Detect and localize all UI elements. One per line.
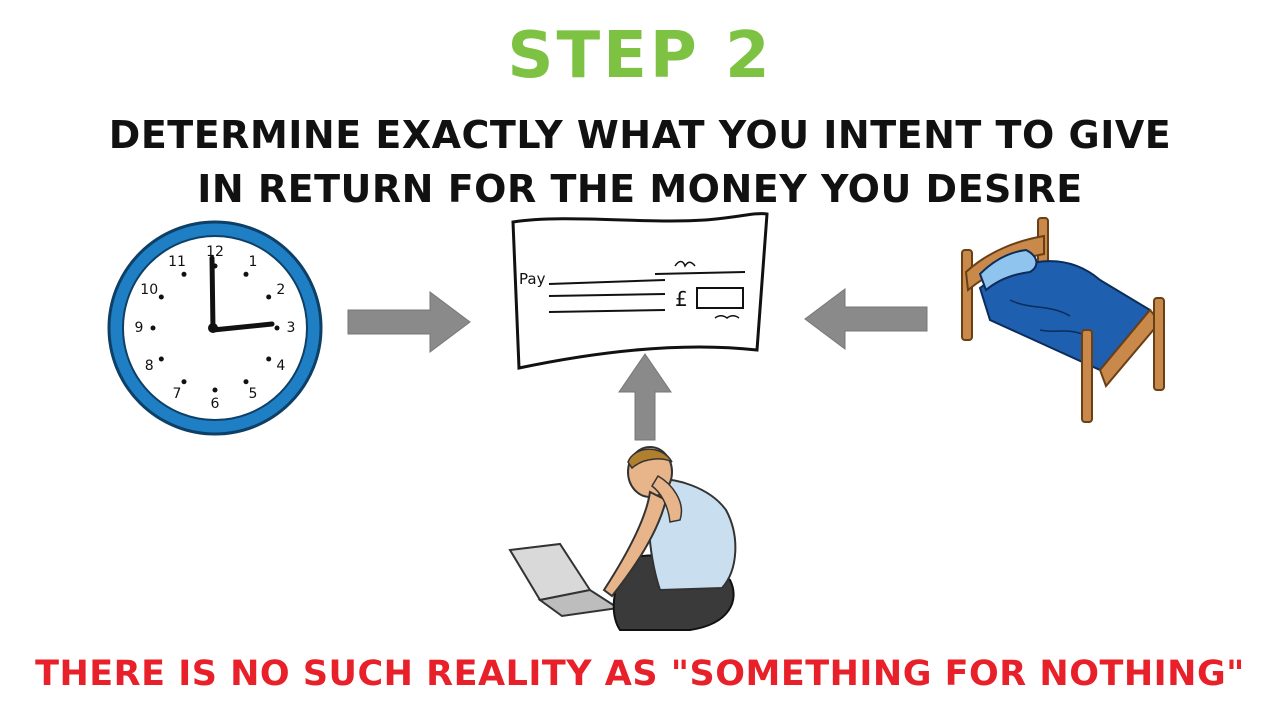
clock-tick <box>244 272 249 277</box>
clock-tick <box>159 357 164 362</box>
cheque-pay-label: Pay <box>519 270 546 288</box>
footer-caption: THERE IS NO SUCH REALITY AS "SOMETHING F… <box>0 648 1280 700</box>
cheque-currency-symbol: £ <box>675 287 688 311</box>
arrow-right-icon <box>345 290 475 355</box>
arrow-left-icon <box>800 285 930 350</box>
person-laptop-icon <box>500 440 760 640</box>
clock-numeral: 8 <box>145 358 154 374</box>
clock-numeral: 10 <box>140 282 158 298</box>
clock-numeral: 9 <box>135 320 144 336</box>
clock-numeral: 2 <box>276 282 285 298</box>
headline-line-2: IN RETURN FOR THE MONEY YOU DESIRE <box>0 162 1280 216</box>
clock-numeral: 7 <box>173 386 182 402</box>
clock-numeral: 6 <box>211 396 220 412</box>
clock-tick <box>275 326 280 331</box>
clock-tick <box>244 379 249 384</box>
clock-tick <box>266 357 271 362</box>
bed-icon <box>950 210 1180 430</box>
clock-tick <box>182 272 187 277</box>
clock-tick <box>213 388 218 393</box>
headline-line-1: DETERMINE EXACTLY WHAT YOU INTENT TO GIV… <box>0 108 1280 162</box>
clock-numeral: 11 <box>168 254 186 270</box>
headline: DETERMINE EXACTLY WHAT YOU INTENT TO GIV… <box>0 108 1280 216</box>
clock-numeral: 4 <box>276 358 285 374</box>
clock-numeral: 1 <box>249 254 258 270</box>
clock-numeral: 3 <box>287 320 296 336</box>
step-title: STEP 2 <box>0 18 1280 94</box>
clock-tick <box>182 379 187 384</box>
clock-numeral: 5 <box>249 386 258 402</box>
clock-tick <box>151 326 156 331</box>
clock-numeral: 12 <box>206 244 224 260</box>
clock-tick <box>159 295 164 300</box>
clock-tick <box>266 295 271 300</box>
arrow-up-icon <box>615 350 675 442</box>
